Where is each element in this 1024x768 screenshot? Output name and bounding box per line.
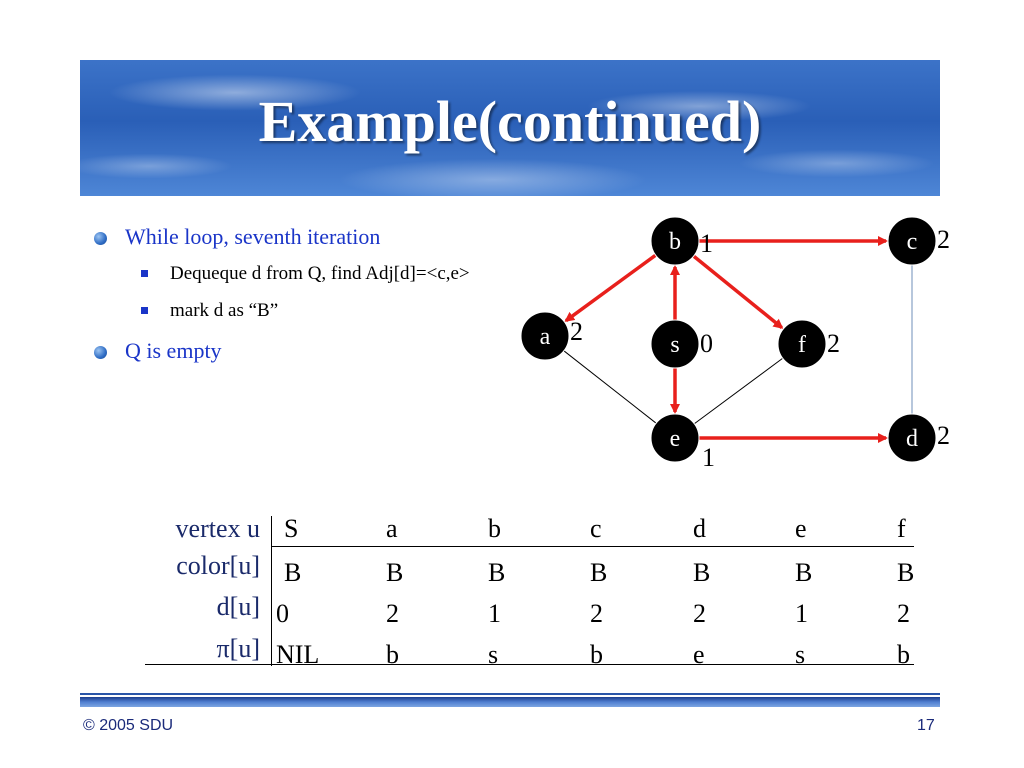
bullet-2-text: Q is empty — [125, 338, 222, 363]
node-distance-s: 0 — [700, 329, 713, 358]
table-header-cell: S — [284, 514, 299, 543]
node-distance-f: 2 — [827, 329, 840, 358]
node-distance-a: 2 — [570, 317, 583, 346]
footer-page-number: 17 — [917, 717, 935, 734]
node-label-b: b — [669, 229, 681, 255]
table-cell: 1 — [488, 599, 501, 628]
table-cell: B — [897, 558, 915, 587]
table-cell: B — [590, 558, 608, 587]
table-vertical-rule — [271, 516, 272, 666]
footer-rule — [80, 693, 940, 695]
table-header-cell: c — [590, 514, 602, 543]
table-cell: B — [795, 558, 813, 587]
table-cell: 2 — [590, 599, 603, 628]
node-label-e: e — [670, 426, 681, 452]
node-label-f: f — [798, 332, 806, 358]
table-cell: 2 — [386, 599, 399, 628]
node-circle-d — [887, 413, 937, 463]
table-cell: 1 — [795, 599, 808, 628]
table-cell: NIL — [276, 640, 320, 669]
node-circle-f — [777, 319, 827, 369]
node-distance-b: 1 — [700, 229, 713, 258]
table-cell: B — [488, 558, 506, 587]
table-row-label-color: color[u] — [176, 551, 260, 580]
node-label-d: d — [906, 426, 918, 452]
table-cell: B — [386, 558, 404, 587]
table-cell: s — [795, 640, 806, 669]
footer-band — [80, 697, 940, 707]
table-cell: 2 — [693, 599, 706, 628]
edge-b-a — [564, 253, 657, 323]
edge-a-e — [563, 350, 657, 424]
node-e: e1 — [650, 413, 715, 472]
table-bottom-rule — [145, 664, 914, 665]
table-row-label-d: d[u] — [216, 592, 260, 621]
table-cell: 2 — [897, 599, 910, 628]
sub-bullet-icon — [141, 307, 148, 314]
footer-copyright: © 2005 SDU — [83, 717, 174, 734]
node-label-s: s — [670, 332, 679, 358]
table-header-cell: d — [693, 514, 706, 543]
table-header-cell: f — [897, 514, 906, 543]
bullet-1-text: While loop, seventh iteration — [125, 224, 381, 249]
bullet-icon — [94, 346, 107, 359]
sub-bullet-icon — [141, 270, 148, 277]
table-row-label-pi: π[u] — [216, 634, 260, 663]
slide-title: Example(continued) — [258, 89, 762, 154]
table-cell: b — [590, 640, 603, 669]
table-header-cell: b — [488, 514, 501, 543]
sub-bullet-2-text: mark d as “B” — [170, 300, 279, 321]
node-distance-c: 2 — [937, 225, 950, 254]
table-cell: 0 — [276, 599, 289, 628]
table-cell: b — [386, 640, 399, 669]
table-cell: b — [897, 640, 910, 669]
table-cell: s — [488, 640, 499, 669]
table-header-label: vertex u — [175, 514, 260, 543]
table-header-rule — [271, 546, 914, 547]
table-cell: B — [284, 558, 302, 587]
node-distance-d: 2 — [937, 421, 950, 450]
bullet-icon — [94, 232, 107, 245]
table-cell: e — [693, 640, 705, 669]
node-circle-s — [650, 319, 700, 369]
title-banner — [80, 60, 940, 196]
edge-f-e — [693, 357, 784, 425]
node-distance-e: 1 — [702, 443, 715, 472]
node-circle-b — [650, 216, 700, 266]
node-circle-c — [887, 216, 937, 266]
node-label-a: a — [540, 324, 551, 350]
edge-b-f — [692, 254, 784, 329]
table-header-cell: e — [795, 514, 807, 543]
node-label-c: c — [907, 229, 918, 255]
table-cell: B — [693, 558, 711, 587]
node-circle-a — [520, 311, 570, 361]
node-circle-e — [650, 413, 700, 463]
table-header-cell: a — [386, 514, 398, 543]
sub-bullet-1-text: Dequeque d from Q, find Adj[d]=<c,e> — [170, 263, 470, 284]
